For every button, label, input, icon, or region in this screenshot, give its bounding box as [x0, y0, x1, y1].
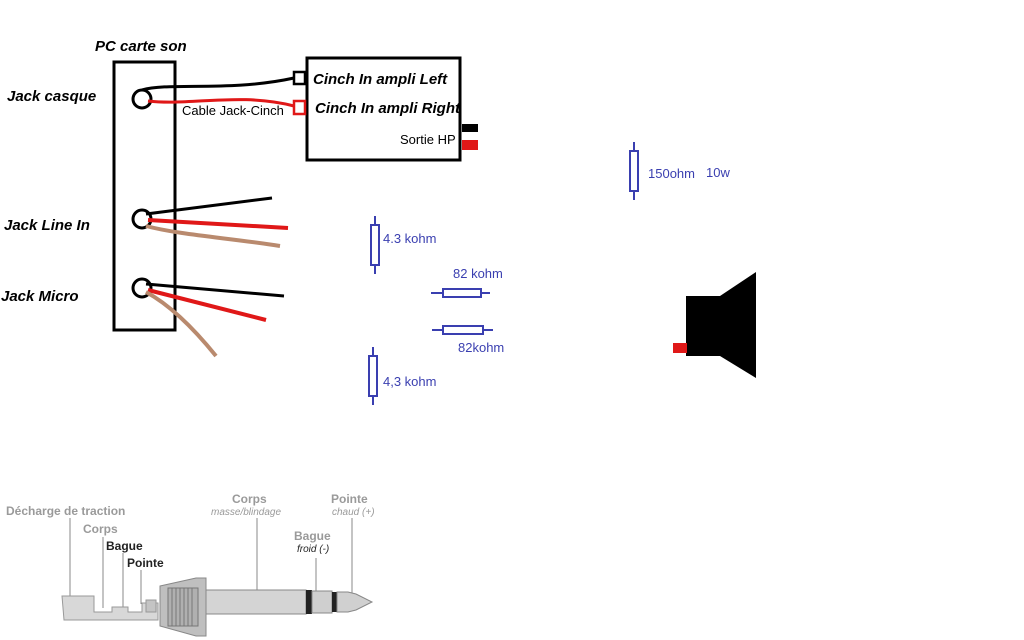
resistor-4-3k-bottom — [368, 347, 378, 405]
cable-label: Cable Jack-Cinch — [182, 103, 284, 118]
jack-casque-label: Jack casque — [7, 88, 97, 105]
jack-plug-illustration — [61, 518, 374, 637]
resistor-power-label: 10w — [706, 165, 730, 180]
ring-right-label: Bague — [294, 529, 331, 543]
body-left-label: Corps — [83, 522, 118, 536]
micro-brown-wire — [145, 290, 218, 358]
pc-card-title: PC carte son — [95, 38, 187, 55]
ring-right-sub-label: froid (-) — [297, 544, 330, 555]
resistor-150-ohm-label: 150ohm — [648, 166, 695, 181]
cable-black-wire — [141, 76, 295, 92]
cinch-left-connector — [292, 70, 307, 86]
micro-red-wire — [147, 288, 267, 322]
line-in-black-wire — [145, 196, 273, 216]
ring-left-label: Bague — [106, 539, 143, 553]
resistor-82k-2-label: 82kohm — [458, 340, 505, 355]
strain-relief-label: Décharge de traction — [6, 504, 126, 518]
jack-line-in-label: Jack Line In — [4, 217, 90, 234]
tip-right-sub-label: chaud (+) — [332, 507, 375, 518]
line-in-red-wire — [147, 218, 289, 230]
line-in-brown-wire — [145, 224, 281, 248]
resistor-82k-2 — [432, 325, 493, 335]
resistor-82k-1 — [431, 288, 490, 298]
cinch-right-connector — [292, 99, 307, 116]
jack-casque-socket — [131, 88, 153, 110]
speaker-out-black-terminal — [462, 124, 478, 132]
body-right-sub-label: masse/blindage — [211, 507, 282, 518]
amplifier-box — [305, 56, 462, 162]
body-right-label: Corps — [232, 492, 267, 506]
resistor-4-3k-bottom-label: 4,3 kohm — [383, 374, 437, 389]
resistor-4-3k-top — [370, 216, 380, 274]
micro-black-wire — [145, 282, 285, 298]
tip-left-label: Pointe — [127, 556, 164, 570]
speaker-output-label: Sortie HP — [400, 132, 456, 147]
resistor-82k-1-label: 82 kohm — [453, 266, 503, 281]
cable-red-wire — [147, 98, 295, 108]
cinch-left-label: Cinch In ampli Left — [313, 71, 448, 88]
pc-sound-card-box — [112, 60, 177, 332]
speaker-out-red-terminal — [462, 140, 478, 150]
jack-micro-label: Jack Micro — [1, 288, 79, 305]
resistor-150-ohm — [629, 142, 639, 200]
tip-right-label: Pointe — [331, 492, 368, 506]
speaker-icon — [673, 272, 756, 378]
cinch-right-label: Cinch In ampli Right — [315, 100, 460, 117]
resistor-4-3k-top-label: 4.3 kohm — [383, 231, 437, 246]
